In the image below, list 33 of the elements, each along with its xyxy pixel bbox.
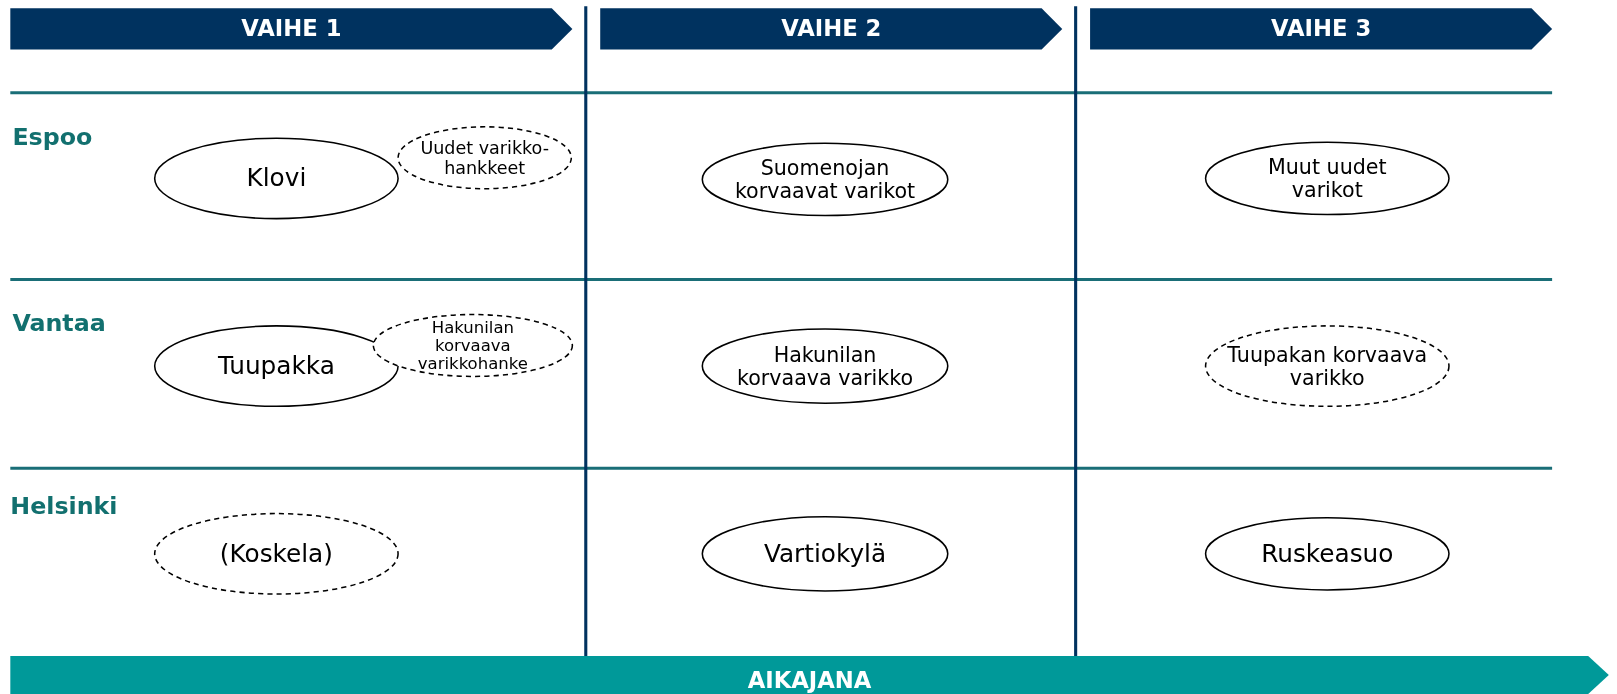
ellipse — [701, 327, 949, 405]
depot-label: Uudet varikko-hankkeet — [419, 138, 550, 178]
depot-label: Suomenojan korvaavat varikot — [733, 156, 917, 203]
phase-label: AIKAJANA — [747, 668, 872, 694]
depot-label: Klovi — [245, 164, 308, 192]
phase-banner — [10, 655, 1609, 694]
dashed-ellipse — [372, 313, 574, 378]
dashed-ellipse — [397, 125, 573, 190]
phase-label: VAIHE 3 — [1271, 16, 1372, 42]
ellipse — [1204, 516, 1450, 591]
depot-label: (Koskela) — [218, 540, 334, 568]
dashed-ellipse — [153, 512, 400, 596]
phase-label: VAIHE 2 — [781, 16, 882, 42]
phase-banner — [600, 8, 1063, 50]
ellipse — [701, 515, 949, 592]
ellipse — [153, 324, 400, 408]
row-heading: Espoo — [12, 123, 93, 151]
phase-banner — [10, 8, 573, 50]
ellipse — [701, 142, 949, 217]
phase-banner — [1090, 8, 1553, 50]
ellipse — [153, 137, 400, 220]
dashed-ellipse — [1204, 324, 1450, 408]
depot-label: Hakunilan korvaava varikko — [736, 343, 915, 389]
depot-label: Vartiokylä — [762, 540, 888, 568]
depot-label: Hakunilan korvaava varikkohanke — [416, 318, 529, 373]
ellipse — [1204, 141, 1450, 216]
depot-label: Ruskeasuo — [1260, 540, 1395, 568]
row-heading: Helsinki — [10, 491, 118, 519]
row-heading: Vantaa — [12, 309, 106, 337]
phase-label: VAIHE 1 — [241, 16, 342, 42]
depot-label: Muut uudet varikot — [1267, 155, 1388, 202]
depot-label: Tuupakka — [216, 352, 336, 380]
depot-label: Tuupakan korvaava varikko — [1226, 343, 1428, 389]
